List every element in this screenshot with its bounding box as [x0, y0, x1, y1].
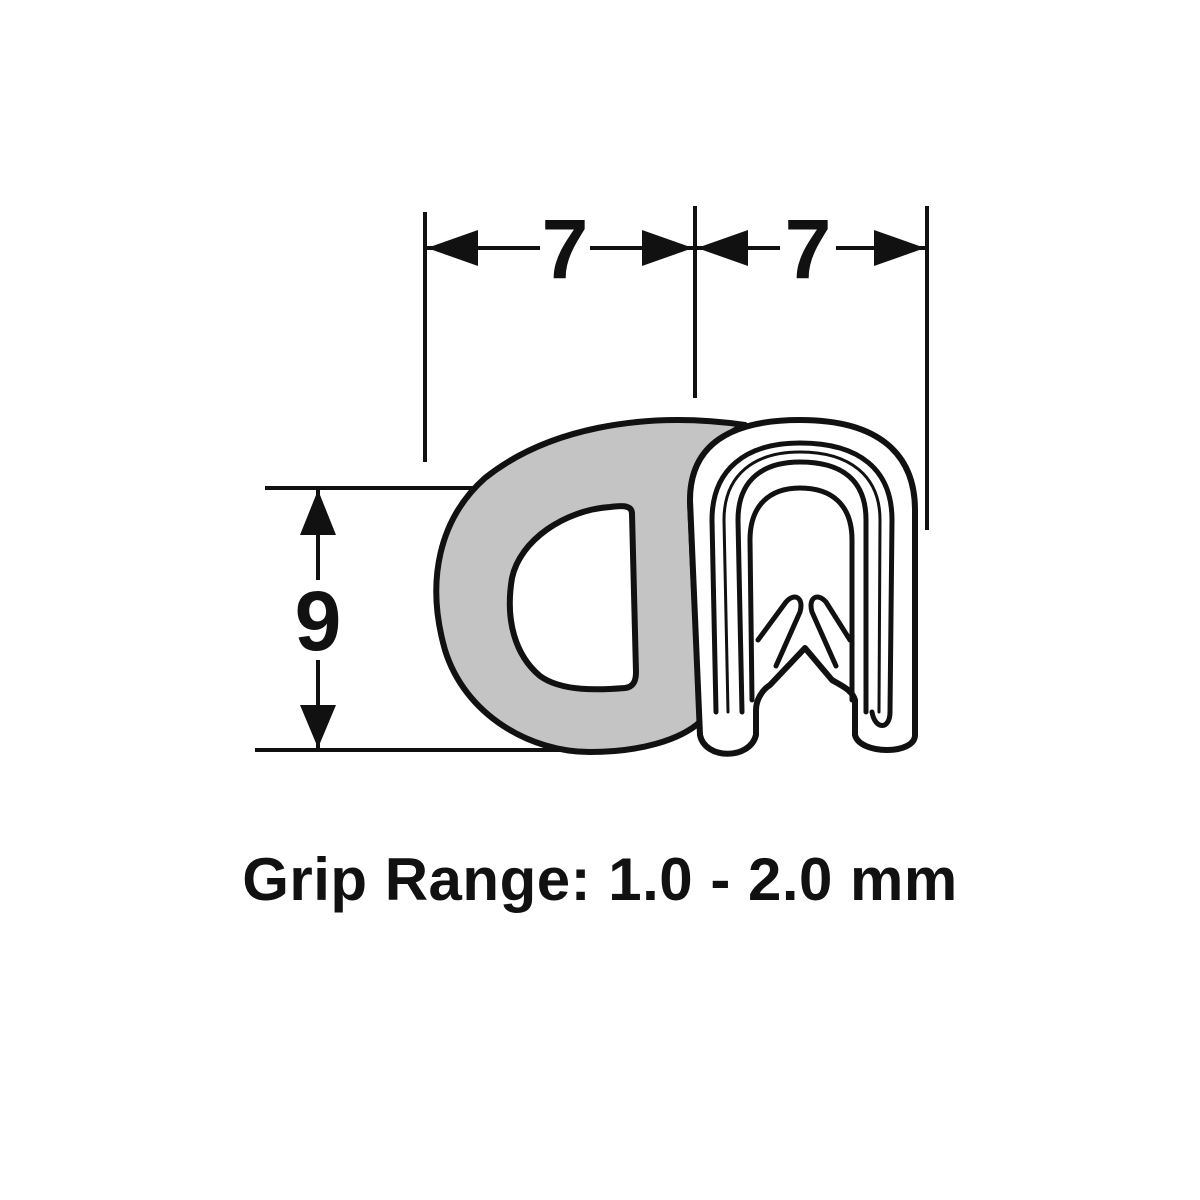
seal-bulb-cavity [506, 503, 639, 693]
u-channel-inner-left-leg [709, 440, 895, 728]
dimension-width-left: 7 [427, 202, 693, 296]
grip-range-caption: Grip Range: 1.0 - 2.0 mm [242, 846, 958, 913]
dimension-label-width-right: 7 [785, 202, 832, 296]
extension-lines [255, 206, 929, 752]
dimension-height: 9 [295, 490, 342, 748]
u-channel-outer [687, 417, 918, 757]
arrowhead-left [697, 230, 748, 266]
dimension-label-width-left: 7 [542, 202, 589, 296]
u-channel-throat [747, 485, 855, 703]
arrowhead-right [874, 230, 925, 266]
arrowhead-right [642, 230, 693, 266]
arrowhead-bottom [300, 705, 336, 748]
dimension-label-height: 9 [295, 574, 342, 668]
grip-finger-right [808, 594, 853, 669]
u-channel-core [735, 459, 869, 715]
arrowhead-top [300, 490, 336, 535]
u-channel-clip [687, 417, 918, 757]
dimension-width-right: 7 [697, 202, 925, 296]
arrowhead-left [427, 230, 478, 266]
grip-finger-left [755, 594, 804, 669]
u-channel-metal-insert [722, 450, 882, 714]
